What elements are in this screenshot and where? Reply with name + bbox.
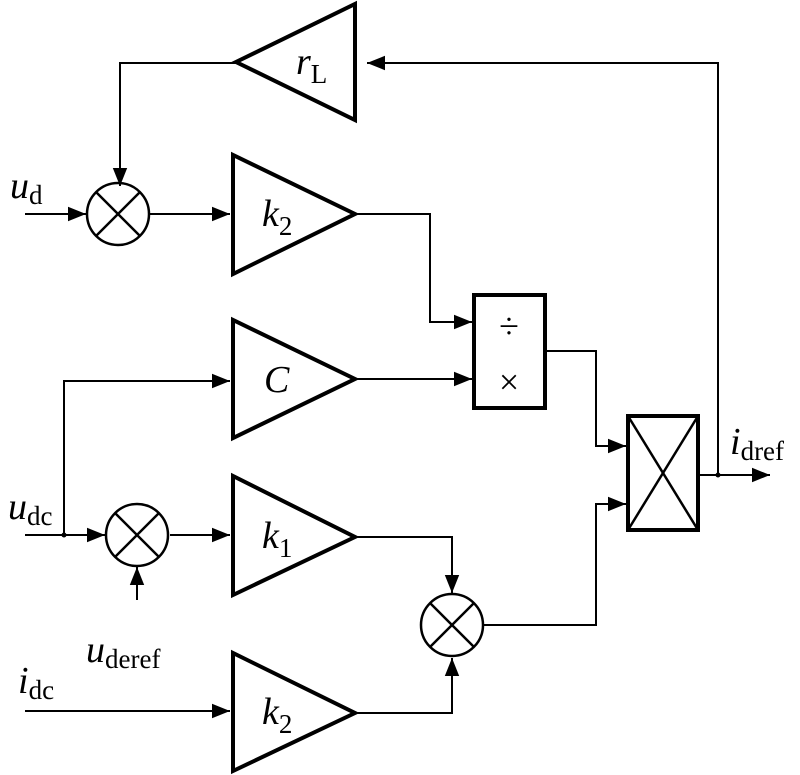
summing-junction-3 — [419, 592, 485, 658]
input-udc-label: udc — [8, 486, 53, 531]
gain-k2-top: k2 — [231, 151, 360, 278]
rl-to-sum1-wire — [112, 62, 236, 186]
summing-junction-2 — [104, 502, 170, 568]
k2b-to-sum3-wire — [355, 658, 460, 714]
multiply-symbol: × — [499, 362, 519, 402]
summing-junction-1 — [85, 181, 151, 247]
output-idref-label: idref — [730, 421, 784, 466]
udc-branch-dot — [61, 532, 67, 538]
sum3-to-mult-wire — [484, 496, 626, 626]
gain-k1: k1 — [231, 472, 360, 599]
gain-rl-label: rL — [296, 41, 327, 89]
k2-to-divmul-wire — [355, 213, 472, 330]
gain-c-label: C — [264, 359, 290, 401]
udc-to-c-wire — [63, 373, 230, 535]
divide-multiply-block: ÷ × — [472, 293, 547, 410]
gain-k2-bottom: k2 — [231, 649, 360, 775]
input-idc-label: idc — [18, 660, 54, 705]
gain-k2-bottom-label: k2 — [262, 691, 292, 739]
divide-symbol: ÷ — [499, 306, 519, 346]
k1-to-sum3-wire — [355, 536, 460, 593]
gain-k1-label: k1 — [262, 515, 292, 563]
gain-k2-top-label: k2 — [262, 193, 292, 241]
multiplier-block — [626, 414, 700, 532]
feedback-wire-up — [367, 55, 719, 475]
input-ud-label: ud — [10, 165, 43, 210]
output-branch-dot — [715, 472, 721, 478]
gain-rl: rL — [231, 0, 357, 124]
gain-c: C — [231, 316, 360, 442]
input-uderef-label: uderef — [86, 629, 160, 674]
divmul-to-mult-wire — [546, 350, 626, 454]
